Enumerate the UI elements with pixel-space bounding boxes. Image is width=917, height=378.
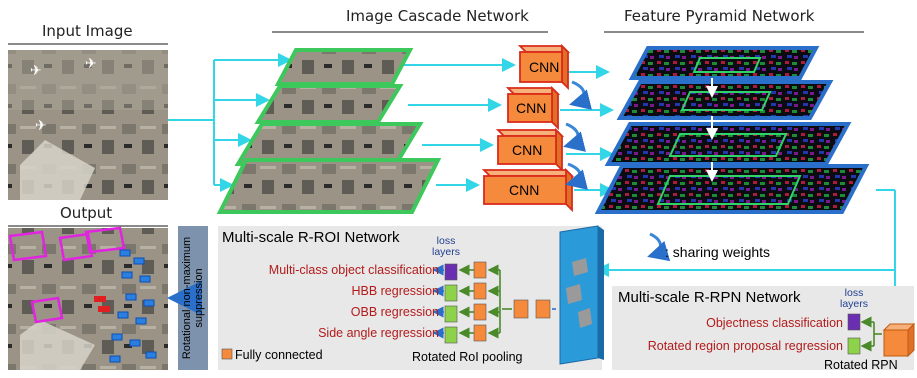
- input-image-title: Input Image: [42, 22, 133, 40]
- output-image: [8, 225, 168, 370]
- cnn-block-3: [495, 127, 565, 173]
- input-fanout-arrows: [168, 53, 896, 330]
- sharing-weights-label: : sharing weights: [665, 244, 771, 260]
- input-image: ✈ ✈ ✈: [8, 43, 168, 200]
- nms-box: [167, 226, 208, 370]
- feature-pyramid-stack: [594, 31, 870, 214]
- cnn-label-4: CNN: [509, 182, 540, 198]
- roi-task-obb-regression: OBB regression: [350, 305, 439, 319]
- fully-connected-legend: Fully connected: [235, 348, 323, 362]
- roi-task-classification: Multi-class object classification: [268, 263, 439, 277]
- cnn-label-2: CNN: [516, 100, 547, 116]
- nms-label: Rotational non-maximum suppression: [181, 236, 205, 360]
- cnn-label-3: CNN: [512, 142, 543, 158]
- roi-loss-layers-label: loss layers: [431, 235, 460, 258]
- sharing-weights-curls: [563, 80, 671, 262]
- roi-panel: [218, 225, 604, 370]
- rpn-panel-title: Multi-scale R-RPN Network: [618, 289, 801, 306]
- cnn-block-1: [517, 43, 571, 91]
- rotated-roi-pooling-label: Rotated RoI pooling: [412, 350, 523, 364]
- svg-text:✈: ✈: [85, 55, 97, 71]
- roi-task-side-angle-regression: Side angle regression: [318, 326, 439, 340]
- cnn-blocks: [481, 43, 575, 213]
- rpn-panel: [612, 286, 916, 370]
- svg-text:✈: ✈: [35, 117, 47, 133]
- svg-text:✈: ✈: [30, 62, 42, 78]
- image-cascade-title: Image Cascade Network: [346, 7, 529, 25]
- rotated-rpn-cube: [882, 322, 916, 358]
- rpn-task-region-regression: Rotated region proposal regression: [647, 339, 843, 353]
- roi-task-hbb-regression: HBB regression: [351, 284, 439, 298]
- cnn-block-2: [505, 85, 561, 131]
- feature-pyramid-title: Feature Pyramid Network: [624, 7, 815, 25]
- rotated-rpn-label: Rotated RPN: [824, 358, 898, 372]
- rpn-loss-layers-label: loss layers: [839, 287, 868, 310]
- output-title: Output: [60, 204, 113, 222]
- cnn-label-1: CNN: [529, 59, 560, 75]
- roi-panel-title: Multi-scale R-ROI Network: [222, 229, 400, 246]
- image-cascade-stack: [216, 31, 548, 214]
- rpn-task-objectness: Objectness classification: [706, 316, 843, 330]
